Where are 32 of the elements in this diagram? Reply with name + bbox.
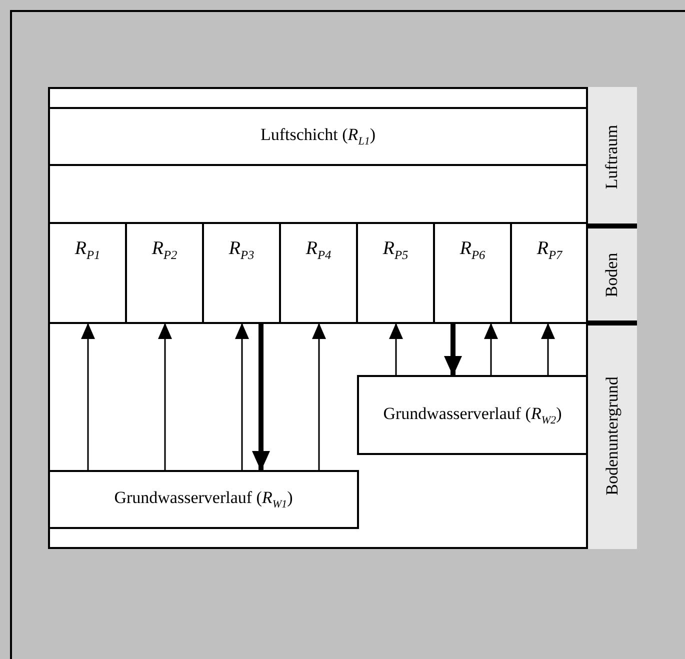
zone-cell: [279, 222, 358, 324]
layer-label: Luftschicht (R$_{L1}$): [260, 125, 376, 148]
layer-box: [357, 375, 588, 455]
zone-label: Luftraum: [602, 124, 622, 190]
zone-cell: [356, 222, 435, 324]
zone-label: Boden: [602, 252, 622, 297]
layer-label: R$_{P5}$: [382, 238, 408, 263]
zone-label: Bodenuntergrund: [602, 376, 622, 495]
layer-box: [48, 107, 588, 166]
layer-label: R$_{P2}$: [152, 238, 178, 263]
layer-label: Grundwasserverlauf (R$_{W1}$): [114, 488, 293, 511]
arrow: [312, 323, 326, 471]
arrow: [444, 323, 462, 376]
layer-label: R$_{P6}$: [460, 238, 486, 263]
layer-label: Grundwasserverlauf (R$_{W2}$): [383, 404, 562, 426]
arrow: [235, 323, 249, 471]
layer-label: R$_{P1}$: [74, 238, 100, 263]
arrow: [389, 323, 403, 376]
layer-label: R$_{P3}$: [228, 238, 254, 263]
layer-label: R$_{P4}$: [306, 238, 332, 263]
zone-cell: [433, 222, 512, 324]
layer-box: [48, 470, 359, 529]
zone-cell: [48, 222, 127, 324]
arrow: [484, 323, 498, 376]
arrow: [81, 323, 95, 471]
layer-label: R$_{P7}$: [536, 238, 562, 263]
arrow: [158, 323, 172, 471]
zone-cell: [202, 222, 281, 324]
arrow: [252, 323, 270, 471]
zone-cell: [125, 222, 204, 324]
arrow: [541, 323, 555, 376]
zone-cell: [510, 222, 589, 324]
